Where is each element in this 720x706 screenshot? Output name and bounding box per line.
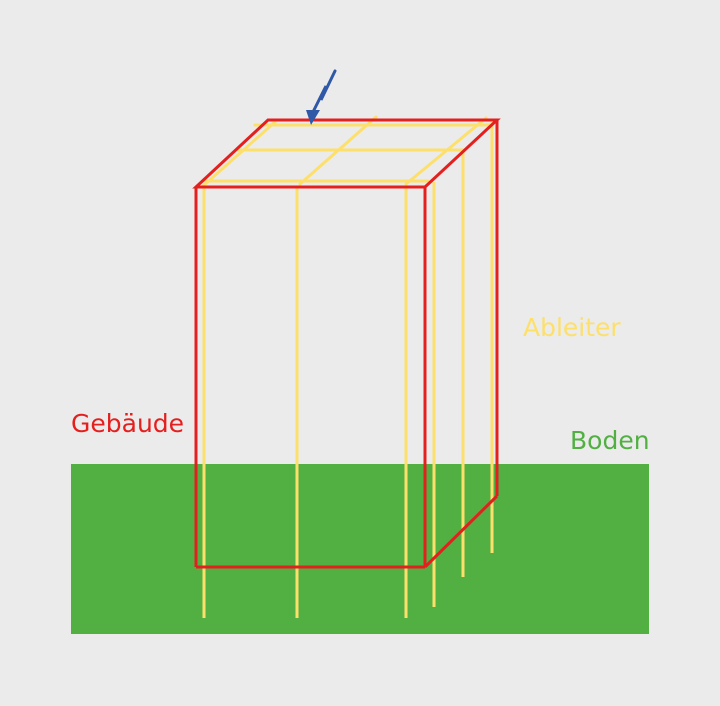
ground-area [71,464,649,634]
building-outline [192,118,501,569]
lightning-bolt-icon [306,69,337,125]
ground-label: Boden [570,426,650,455]
down-conductors [202,122,494,618]
building-label: Gebäude [71,409,185,438]
conductor-label: Ableiter [523,313,621,342]
roof-conductor-grid [201,115,492,188]
